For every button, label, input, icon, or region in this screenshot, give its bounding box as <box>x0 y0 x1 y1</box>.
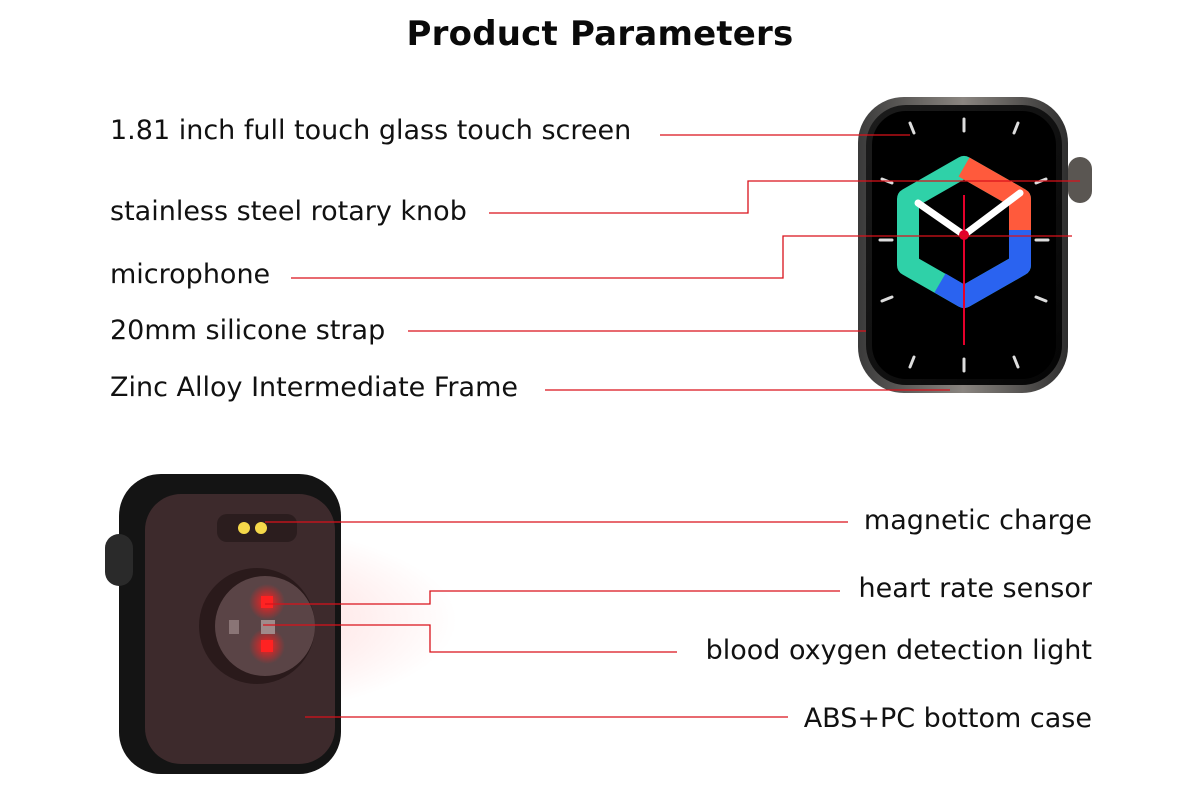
label-magnetic-charge: magnetic charge <box>863 505 1092 536</box>
label-screen: 1.81 inch full touch glass touch screen <box>110 115 632 146</box>
heart-rate-sensor-icon <box>261 596 273 608</box>
charge-pin-icon <box>255 522 267 534</box>
smartwatch-back-image <box>105 474 341 774</box>
smartwatch-front-image <box>858 97 1092 393</box>
crown-icon <box>105 534 133 586</box>
label-microphone: microphone <box>110 259 271 290</box>
page-title: Product Parameters <box>406 14 794 54</box>
label-frame: Zinc Alloy Intermediate Frame <box>110 372 518 403</box>
label-bottom-case: ABS+PC bottom case <box>803 703 1092 734</box>
label-strap: 20mm silicone strap <box>110 315 386 346</box>
charge-pin-icon <box>238 522 250 534</box>
crown-icon <box>1068 157 1092 203</box>
label-heart-rate-sensor: heart rate sensor <box>858 573 1092 604</box>
label-blood-oxygen-light: blood oxygen detection light <box>705 635 1092 666</box>
blood-oxygen-light-icon <box>261 640 273 652</box>
label-rotary-knob: stainless steel rotary knob <box>110 196 467 227</box>
